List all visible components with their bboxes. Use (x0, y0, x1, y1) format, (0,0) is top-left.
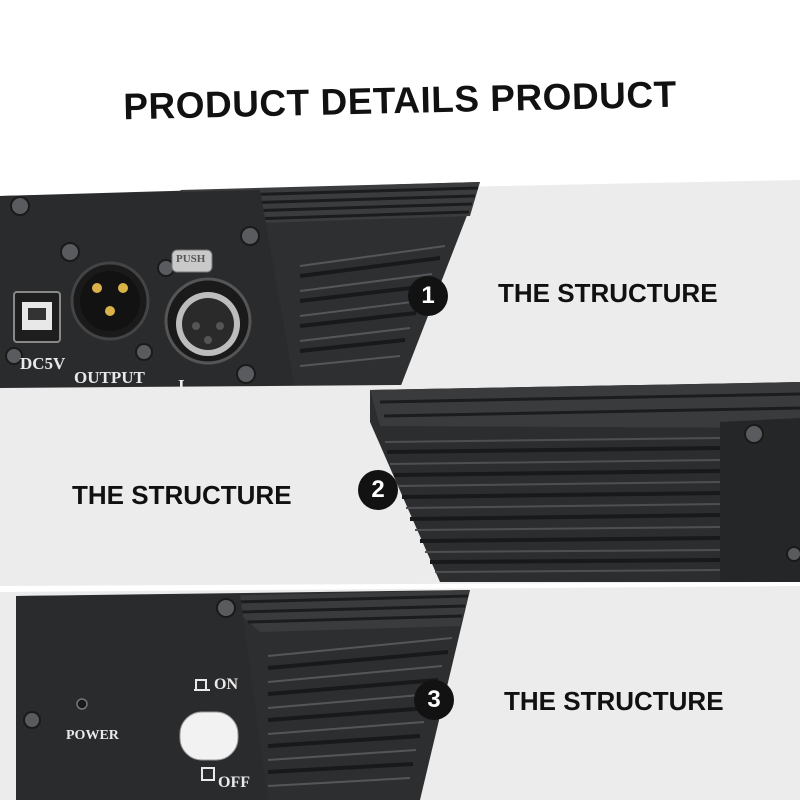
off-label: OFF (218, 774, 250, 791)
power-label: POWER (66, 728, 119, 743)
dc5v-label: DC5V (20, 354, 66, 373)
section-3-label: THE STRUCTURE (504, 686, 724, 716)
section-1-label: THE STRUCTURE (498, 278, 718, 308)
section-2-photo (0, 382, 800, 586)
section-3-band: POWER ON OFF 3 THE STRUCTURE (0, 586, 800, 800)
section-2-number-badge: 2 (358, 470, 398, 510)
section-3-photo (0, 586, 800, 800)
section-1-number-badge: 1 (408, 276, 448, 316)
on-label: ON (214, 676, 238, 693)
section-1-band: PUSH DC5V OUTPUT I 1 THE STRUCTURE (0, 176, 800, 388)
section-1-photo (0, 180, 800, 388)
section-2-label: THE STRUCTURE (72, 480, 292, 510)
push-tab-label: PUSH (176, 253, 206, 265)
page-title: PRODUCT DETAILS PRODUCT (122, 73, 678, 128)
input-label-fragment: I (178, 376, 185, 388)
output-label: OUTPUT (74, 368, 145, 387)
section-2-band: 2 THE STRUCTURE (0, 382, 800, 592)
section-3-number-badge: 3 (414, 680, 454, 720)
